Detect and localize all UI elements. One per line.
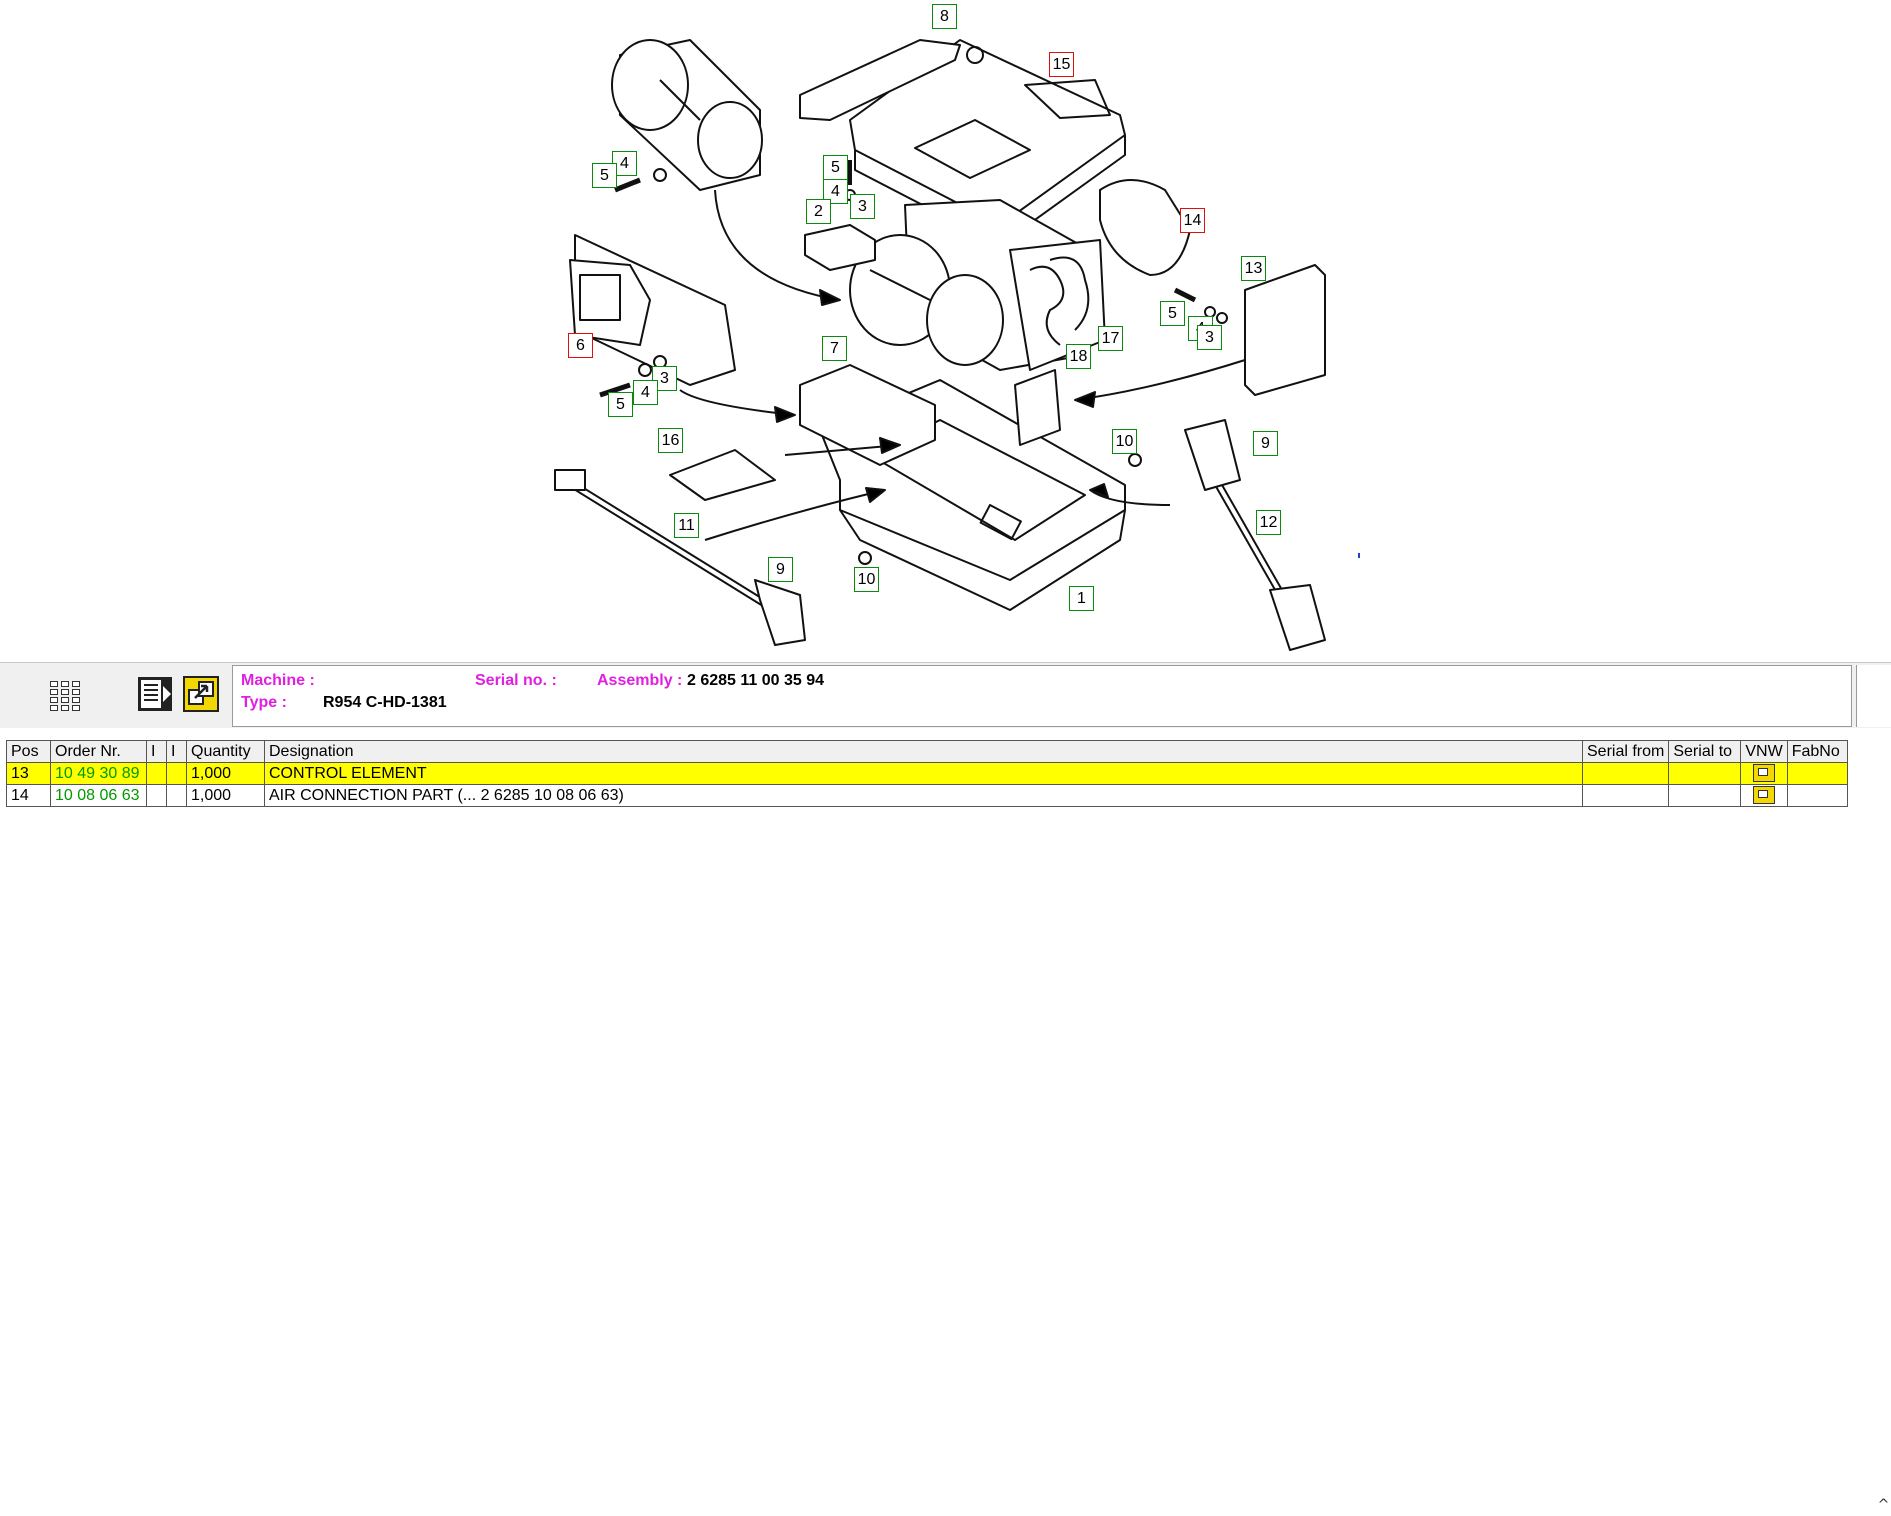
col-quantity[interactable]: Quantity bbox=[186, 740, 265, 763]
serial-to-cell bbox=[1668, 762, 1742, 785]
grid-view-icon bbox=[50, 681, 80, 711]
callout-8[interactable]: 8 bbox=[932, 4, 957, 29]
callout-11[interactable]: 11 bbox=[674, 513, 699, 538]
info-bar: Machine : Serial no. : Assembly : 2 6285… bbox=[0, 662, 1891, 730]
callout-2[interactable]: 2 bbox=[806, 199, 831, 224]
fasteners bbox=[599, 160, 1228, 565]
control-element-part bbox=[569, 234, 736, 386]
parts-table: Pos Order Nr. I I Quantity Designation S… bbox=[6, 740, 1848, 807]
callout-7[interactable]: 7 bbox=[822, 336, 847, 361]
serial-label: Serial no. : bbox=[475, 672, 557, 689]
info-side-panel bbox=[1856, 665, 1891, 727]
parts-list-area: Pos Order Nr. I I Quantity Designation S… bbox=[0, 728, 1891, 1513]
callout-17[interactable]: 17 bbox=[1098, 326, 1123, 351]
callout-5[interactable]: 5 bbox=[1160, 301, 1185, 326]
callout-5[interactable]: 5 bbox=[608, 392, 633, 417]
grid-view-button[interactable] bbox=[46, 677, 84, 715]
col-fabno[interactable]: FabNo bbox=[1786, 740, 1848, 763]
assembly-arrows bbox=[679, 189, 1246, 541]
callout-5[interactable]: 5 bbox=[592, 163, 617, 188]
callout-18[interactable]: 18 bbox=[1066, 344, 1091, 369]
vnw-cell[interactable] bbox=[1740, 762, 1788, 785]
callout-1[interactable]: 1 bbox=[1069, 586, 1094, 611]
col-vnw[interactable]: VNW bbox=[1740, 740, 1788, 763]
serial-to-cell bbox=[1668, 784, 1742, 807]
type-label: Type : bbox=[241, 694, 287, 711]
electronic-box-part bbox=[1014, 369, 1061, 446]
callout-9[interactable]: 9 bbox=[768, 557, 793, 582]
link-icon bbox=[183, 676, 219, 712]
assembly-info-panel: Machine : Serial no. : Assembly : 2 6285… bbox=[232, 665, 1852, 727]
pos-cell: 14 bbox=[6, 784, 51, 807]
assembly-label: Assembly : bbox=[597, 672, 683, 689]
callout-15[interactable]: 15 bbox=[1049, 52, 1074, 77]
callout-10[interactable]: 10 bbox=[1112, 429, 1137, 454]
i1-cell bbox=[146, 762, 167, 785]
i1-cell bbox=[146, 784, 167, 807]
fabno-cell bbox=[1786, 762, 1848, 785]
col-i2[interactable]: I bbox=[166, 740, 187, 763]
parts-list-button[interactable] bbox=[136, 675, 174, 713]
i2-cell bbox=[166, 784, 187, 807]
col-order-nr[interactable]: Order Nr. bbox=[50, 740, 147, 763]
exploded-drawing: 81545543214135431718673451610911129101 bbox=[0, 0, 1891, 662]
table-header-row: Pos Order Nr. I I Quantity Designation S… bbox=[6, 740, 1848, 763]
quantity-cell: 1,000 bbox=[186, 784, 265, 807]
col-designation[interactable]: Designation bbox=[264, 740, 1583, 763]
cable-11-part bbox=[554, 469, 806, 646]
callout-3[interactable]: 3 bbox=[1197, 325, 1222, 350]
cover-plate-part bbox=[1244, 264, 1326, 396]
callout-3[interactable]: 3 bbox=[850, 194, 875, 219]
col-i1[interactable]: I bbox=[146, 740, 167, 763]
callout-6[interactable]: 6 bbox=[568, 333, 593, 358]
air-connection-part bbox=[1099, 179, 1191, 276]
serial-from-cell bbox=[1581, 762, 1670, 785]
callout-12[interactable]: 12 bbox=[1256, 510, 1281, 535]
channel-7-part bbox=[799, 364, 936, 466]
designation-cell: AIR CONNECTION PART (... 2 6285 10 08 06… bbox=[264, 784, 1583, 807]
callout-13[interactable]: 13 bbox=[1241, 256, 1266, 281]
parts-illustration bbox=[554, 39, 1326, 651]
callout-9[interactable]: 9 bbox=[1253, 431, 1278, 456]
callout-5[interactable]: 5 bbox=[823, 155, 848, 180]
callout-10[interactable]: 10 bbox=[854, 567, 879, 592]
cable-12-part bbox=[1184, 419, 1326, 651]
type-value: R954 C-HD-1381 bbox=[323, 694, 447, 711]
fabno-cell bbox=[1786, 784, 1848, 807]
vnw-icon[interactable] bbox=[1753, 786, 1776, 805]
callout-14[interactable]: 14 bbox=[1180, 208, 1205, 233]
lid-part bbox=[799, 39, 961, 121]
link-button[interactable] bbox=[182, 675, 220, 713]
callout-4[interactable]: 4 bbox=[633, 380, 658, 405]
callout-16[interactable]: 16 bbox=[658, 428, 683, 453]
vnw-cell[interactable] bbox=[1740, 784, 1788, 807]
serial-from-cell bbox=[1581, 784, 1670, 807]
col-serial-to[interactable]: Serial to bbox=[1668, 740, 1742, 763]
blower-top-left bbox=[611, 39, 763, 191]
parts-list-icon bbox=[138, 677, 172, 711]
col-pos[interactable]: Pos bbox=[6, 740, 51, 763]
plate-16-part bbox=[669, 449, 776, 501]
machine-label: Machine : bbox=[241, 672, 315, 689]
top-cover-part bbox=[849, 39, 1126, 246]
order-nr-cell: 10 49 30 89 bbox=[50, 762, 147, 785]
i2-cell bbox=[166, 762, 187, 785]
assembly-value: 2 6285 11 00 35 94 bbox=[687, 672, 825, 689]
vnw-icon[interactable] bbox=[1753, 764, 1776, 783]
module-2-part bbox=[804, 224, 876, 271]
pos-cell: 13 bbox=[6, 762, 51, 785]
order-nr-cell: 10 08 06 63 bbox=[50, 784, 147, 807]
quantity-cell: 1,000 bbox=[186, 762, 265, 785]
blue-marker bbox=[1358, 553, 1360, 558]
heater-block bbox=[849, 199, 1106, 371]
col-serial-from[interactable]: Serial from bbox=[1581, 740, 1670, 763]
designation-cell: CONTROL ELEMENT bbox=[264, 762, 1583, 785]
scroll-up-arrow[interactable]: ^ bbox=[1877, 1497, 1890, 1513]
